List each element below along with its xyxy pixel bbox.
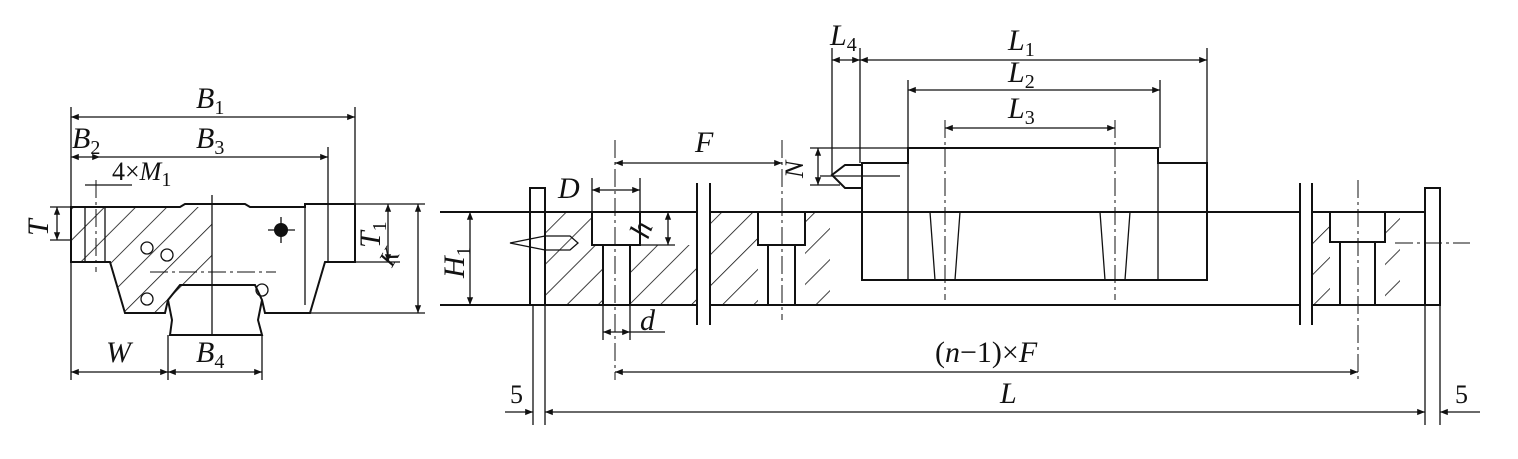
label-B2: B2 <box>72 122 100 159</box>
label-D: D <box>557 172 580 205</box>
counterbore-hole <box>591 211 641 246</box>
label-W: W <box>106 336 134 369</box>
carriage-block <box>861 147 1208 281</box>
label-L: L <box>999 377 1017 410</box>
label-d: d <box>640 304 656 337</box>
rail-side-view: H1 D h d F N L4 L1 L2 L3 (n−1)×F L 5 5 <box>438 19 1480 425</box>
label-h: h <box>624 217 660 242</box>
label-T: T <box>22 217 55 236</box>
carriage-hatched-section <box>71 207 212 313</box>
ball-icon <box>140 292 154 306</box>
label-H1: H1 <box>438 246 475 279</box>
label-5-right: 5 <box>1455 380 1468 409</box>
label-L2: L2 <box>1007 56 1035 93</box>
label-N: N <box>780 159 809 179</box>
label-F: F <box>694 126 714 159</box>
label-B4: B4 <box>196 336 224 373</box>
label-4xM1: 4×M1 <box>112 157 171 191</box>
ball-icon <box>140 241 154 255</box>
label-B1: B1 <box>196 82 224 119</box>
ball-icon <box>255 283 269 297</box>
cross-section-view: B1 B2 B3 4×M1 T T1 K W B4 <box>22 82 425 380</box>
end-plate-right <box>1424 187 1441 306</box>
ball-icon <box>160 248 174 262</box>
label-5-left: 5 <box>510 380 523 409</box>
end-plate-left <box>529 187 546 306</box>
label-L3: L3 <box>1007 92 1035 129</box>
label-n-minus-1-times-F: (n−1)×F <box>935 336 1038 369</box>
label-T1: T1 <box>354 221 391 248</box>
label-B3: B3 <box>196 122 224 159</box>
label-L4: L4 <box>829 19 857 56</box>
end-screw <box>509 235 579 251</box>
rail-profile <box>167 299 264 336</box>
label-L1: L1 <box>1007 24 1035 61</box>
